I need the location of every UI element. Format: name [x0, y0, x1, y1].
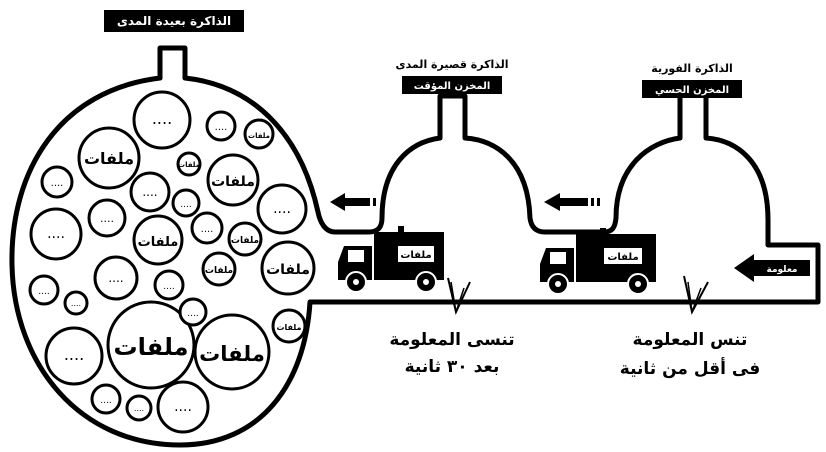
- file-circle-dots: ....: [187, 309, 198, 319]
- file-circle-label: ملفات: [266, 262, 310, 278]
- file-circle: ....: [29, 207, 83, 261]
- forget-short-line2: بعد ٣٠ ثانية: [405, 357, 500, 377]
- forget-short-line1: تنسى المعلومة: [389, 330, 514, 350]
- file-circle-dots: ....: [201, 224, 214, 235]
- file-circle-label: ملفات: [178, 161, 200, 169]
- file-circle-dots: ....: [64, 345, 84, 364]
- sensory-store-text: المخزن الحسي: [655, 85, 729, 96]
- file-circle-dots: ....: [174, 399, 192, 415]
- file-circle: ....: [87, 198, 127, 238]
- file-circle: ....: [205, 110, 237, 142]
- file-circle-dots: ....: [47, 226, 65, 242]
- file-circle-dots: ....: [134, 404, 144, 413]
- file-circle: ملفات: [193, 313, 271, 391]
- file-circle: ....: [190, 211, 224, 245]
- sensory-store-label: المخزن الحسي: [642, 80, 742, 98]
- long-term-memory-label: الذاكرة بعيدة المدى: [104, 10, 244, 32]
- file-circle: ملفات: [201, 251, 237, 287]
- file-circle-dots: ....: [38, 287, 49, 297]
- arrow-to-long-term-icon: [330, 193, 376, 211]
- immediate-memory-title: الذاكرة الفورية: [651, 62, 732, 75]
- file-circle-label: ملفات: [113, 333, 188, 361]
- forget-immediate-line2: فى أقل من ثانية: [620, 357, 760, 379]
- file-circle-dots: ....: [108, 271, 123, 285]
- file-circle: ملفات: [176, 151, 202, 177]
- file-circle-label: ملفات: [84, 149, 134, 168]
- file-circle: ....: [93, 255, 139, 301]
- file-circle-label: ملفات: [276, 323, 301, 332]
- file-circle: ....: [129, 171, 171, 213]
- file-circle: ....: [156, 380, 210, 434]
- forget-arrow-immediate-icon: [683, 275, 709, 315]
- file-circle: ملفات: [106, 300, 196, 390]
- forget-immediate-line1: تنس المعلومة: [633, 330, 748, 350]
- file-circle-label: ملفات: [205, 266, 233, 276]
- long-term-memory-title: الذاكرة بعيدة المدى: [117, 14, 231, 28]
- file-circle: ....: [40, 165, 74, 199]
- file-circle-label: ملفات: [231, 236, 259, 246]
- file-circle: ملفات: [243, 118, 275, 150]
- incoming-information-label: معلومة: [767, 265, 798, 275]
- file-circle: ....: [178, 297, 208, 327]
- file-circle: ملفات: [271, 308, 307, 344]
- file-circle: ملفات: [227, 221, 263, 257]
- short-term-memory-title: الذاكرة قصيرة المدى: [396, 58, 509, 71]
- incoming-information-arrow: معلومة: [734, 254, 810, 282]
- file-circles: ملفات ملفات ملفات ملفات ملفات ملفات ملفا…: [28, 90, 316, 434]
- truck-immediate-label: ملفات: [607, 252, 638, 263]
- file-circle-label: ملفات: [199, 342, 265, 366]
- short-term-store-text: المخزن المؤقت: [414, 81, 491, 92]
- file-circle: ....: [28, 274, 60, 306]
- file-circle-dots: ....: [100, 212, 114, 225]
- file-circle-dots: ....: [142, 185, 157, 199]
- file-circle: ....: [44, 326, 104, 386]
- file-circle: ملفات: [260, 240, 316, 296]
- forget-arrow-short-icon: [447, 277, 471, 316]
- file-circle-dots: ....: [180, 200, 191, 210]
- file-circle: ....: [90, 383, 122, 415]
- short-term-store-label: المخزن المؤقت: [402, 76, 502, 94]
- file-circle: ....: [256, 183, 308, 235]
- file-circle: ....: [132, 90, 192, 150]
- file-circle: ملفات: [77, 126, 141, 190]
- truck-short-term-icon: ملفات: [338, 226, 444, 293]
- file-circle-dots: ....: [51, 178, 64, 189]
- file-circle: ملفات: [132, 214, 184, 266]
- arrow-to-short-term-icon: [544, 193, 600, 211]
- file-circle: ....: [63, 290, 89, 316]
- file-circle-dots: ....: [100, 396, 111, 406]
- file-circle: ملفات: [206, 153, 260, 207]
- truck-short-term-label: ملفات: [400, 250, 431, 261]
- file-circle-dots: ....: [152, 109, 172, 128]
- file-circle: ....: [153, 269, 185, 301]
- truck-immediate-icon: ملفات: [540, 228, 656, 295]
- file-circle-dots: ....: [163, 282, 174, 292]
- file-circle: ....: [125, 394, 153, 422]
- file-circle-dots: ....: [71, 299, 81, 308]
- file-circle-label: ملفات: [248, 132, 270, 140]
- file-circle-dots: ....: [273, 201, 291, 217]
- file-circle-label: ملفات: [138, 235, 179, 250]
- file-circle-label: ملفات: [211, 174, 255, 190]
- file-circle: ....: [171, 188, 201, 218]
- file-circle-dots: ....: [215, 122, 228, 133]
